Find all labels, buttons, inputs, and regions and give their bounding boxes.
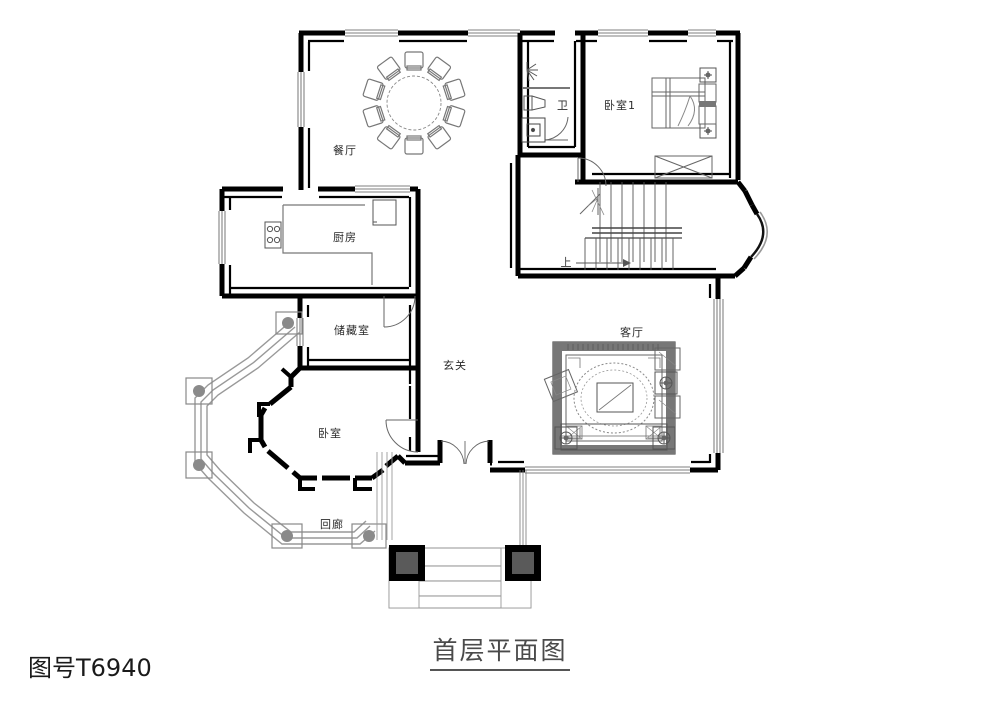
round-dining-table bbox=[362, 51, 466, 155]
armchair bbox=[654, 395, 681, 419]
sheet-number: 图号T6940 bbox=[28, 654, 152, 682]
dresser bbox=[654, 155, 713, 179]
door-group bbox=[383, 116, 607, 453]
room-label-kitchen: 厨房 bbox=[333, 231, 357, 244]
nightstand bbox=[699, 67, 717, 83]
room-label-dining: 餐厅 bbox=[333, 143, 357, 157]
kitchen-fixtures bbox=[264, 199, 397, 285]
side-table-lamp bbox=[652, 426, 676, 450]
armchair bbox=[654, 347, 681, 371]
sink-icon bbox=[523, 95, 546, 111]
entry-column bbox=[505, 545, 541, 581]
dining-chair bbox=[362, 51, 466, 155]
room-label-bedroom2: 卧室 bbox=[318, 426, 342, 440]
entry-steps bbox=[388, 470, 541, 609]
refrigerator-icon bbox=[372, 199, 397, 226]
wardrobe bbox=[698, 83, 717, 125]
entry-column bbox=[389, 545, 425, 581]
side-table-lamp bbox=[554, 426, 578, 450]
staircase bbox=[576, 182, 682, 270]
room-label-bath: 卫 bbox=[557, 99, 569, 112]
bedroom1-furniture bbox=[651, 67, 717, 179]
wall-group bbox=[185, 29, 768, 549]
room-label-bedroom1: 卧室1 bbox=[604, 98, 636, 112]
drawing-title: 首层平面图 bbox=[0, 631, 1000, 671]
room-label-veranda: 回廊 bbox=[320, 517, 344, 531]
room-label-living: 客厅 bbox=[620, 325, 644, 339]
side-table-lamp bbox=[654, 371, 678, 395]
room-label-group: 餐厅 厨房 储藏室 卫 卧室1 玄关 客厅 卧室 回廊 上 bbox=[318, 98, 644, 531]
shower-icon bbox=[526, 62, 538, 82]
room-label-foyer: 玄关 bbox=[443, 358, 467, 372]
stove-icon bbox=[264, 221, 282, 249]
sofa bbox=[560, 423, 668, 451]
veranda-column bbox=[185, 311, 387, 549]
toilet-icon bbox=[521, 117, 546, 143]
stair-direction-label: 上 bbox=[561, 256, 572, 269]
armchair bbox=[543, 368, 579, 403]
bathroom-fixtures bbox=[521, 62, 570, 143]
drawing-title-text: 首层平面图 bbox=[430, 636, 570, 671]
room-label-storage: 储藏室 bbox=[334, 323, 370, 337]
living-room-furniture-set bbox=[543, 341, 681, 455]
